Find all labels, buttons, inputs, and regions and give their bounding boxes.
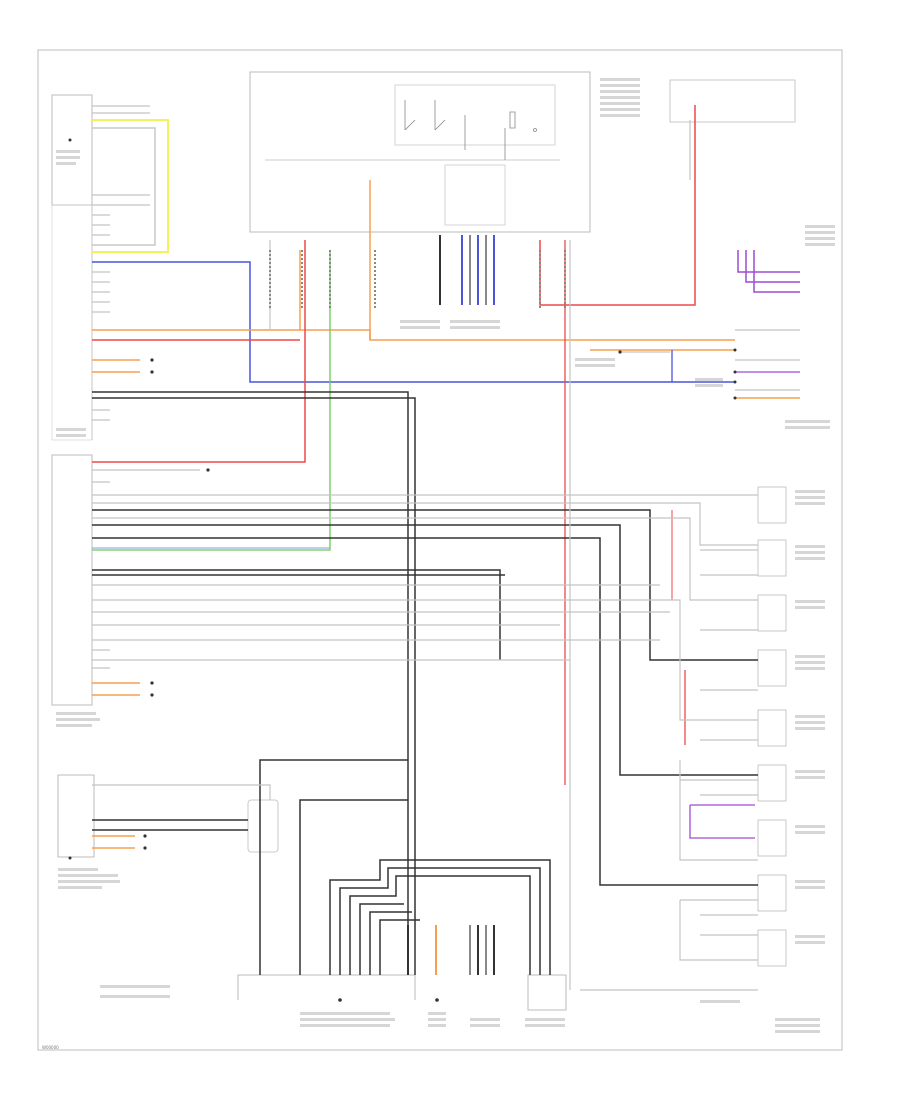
- page-code: W00000: [42, 1045, 59, 1050]
- control-module-inner-box: [444, 164, 506, 226]
- wire-orange-right: [590, 349, 800, 399]
- wires-black: [92, 391, 758, 975]
- wire-red-3: [539, 105, 696, 306]
- wire-violet-top: [737, 250, 800, 293]
- junction-dots: [68, 138, 737, 1002]
- wire-green: [92, 250, 331, 551]
- fuse-box-top-right: [669, 79, 796, 123]
- bottom-left-module-box: [57, 774, 95, 858]
- wire-orange-2: [299, 250, 735, 341]
- fuse-relay-box: [249, 71, 591, 233]
- relay-inner-box: [394, 84, 556, 146]
- wire-pin-markers: [269, 250, 566, 310]
- left-module-lower-box: [51, 204, 93, 441]
- left-module-main-box: [51, 454, 93, 706]
- wire-red-2: [92, 240, 306, 463]
- wire-yellow: [92, 119, 169, 253]
- splice-symbol: [247, 799, 279, 853]
- wire-violet-lower: [689, 804, 755, 839]
- wire-orange-legend: [92, 359, 140, 849]
- bottom-bundles: [407, 925, 495, 975]
- wire-blue: [92, 261, 735, 383]
- right-components: [757, 486, 787, 967]
- wire-gray-loop: [92, 127, 156, 246]
- page-frame: [37, 49, 843, 1051]
- wires-gray: [92, 105, 800, 991]
- relay-symbols: [404, 100, 537, 160]
- connector-bundle: [439, 235, 495, 305]
- bottom-right-small-box: [527, 974, 567, 1011]
- bottom-controller-box: [237, 974, 416, 1000]
- illegible-labels: [56, 78, 835, 1033]
